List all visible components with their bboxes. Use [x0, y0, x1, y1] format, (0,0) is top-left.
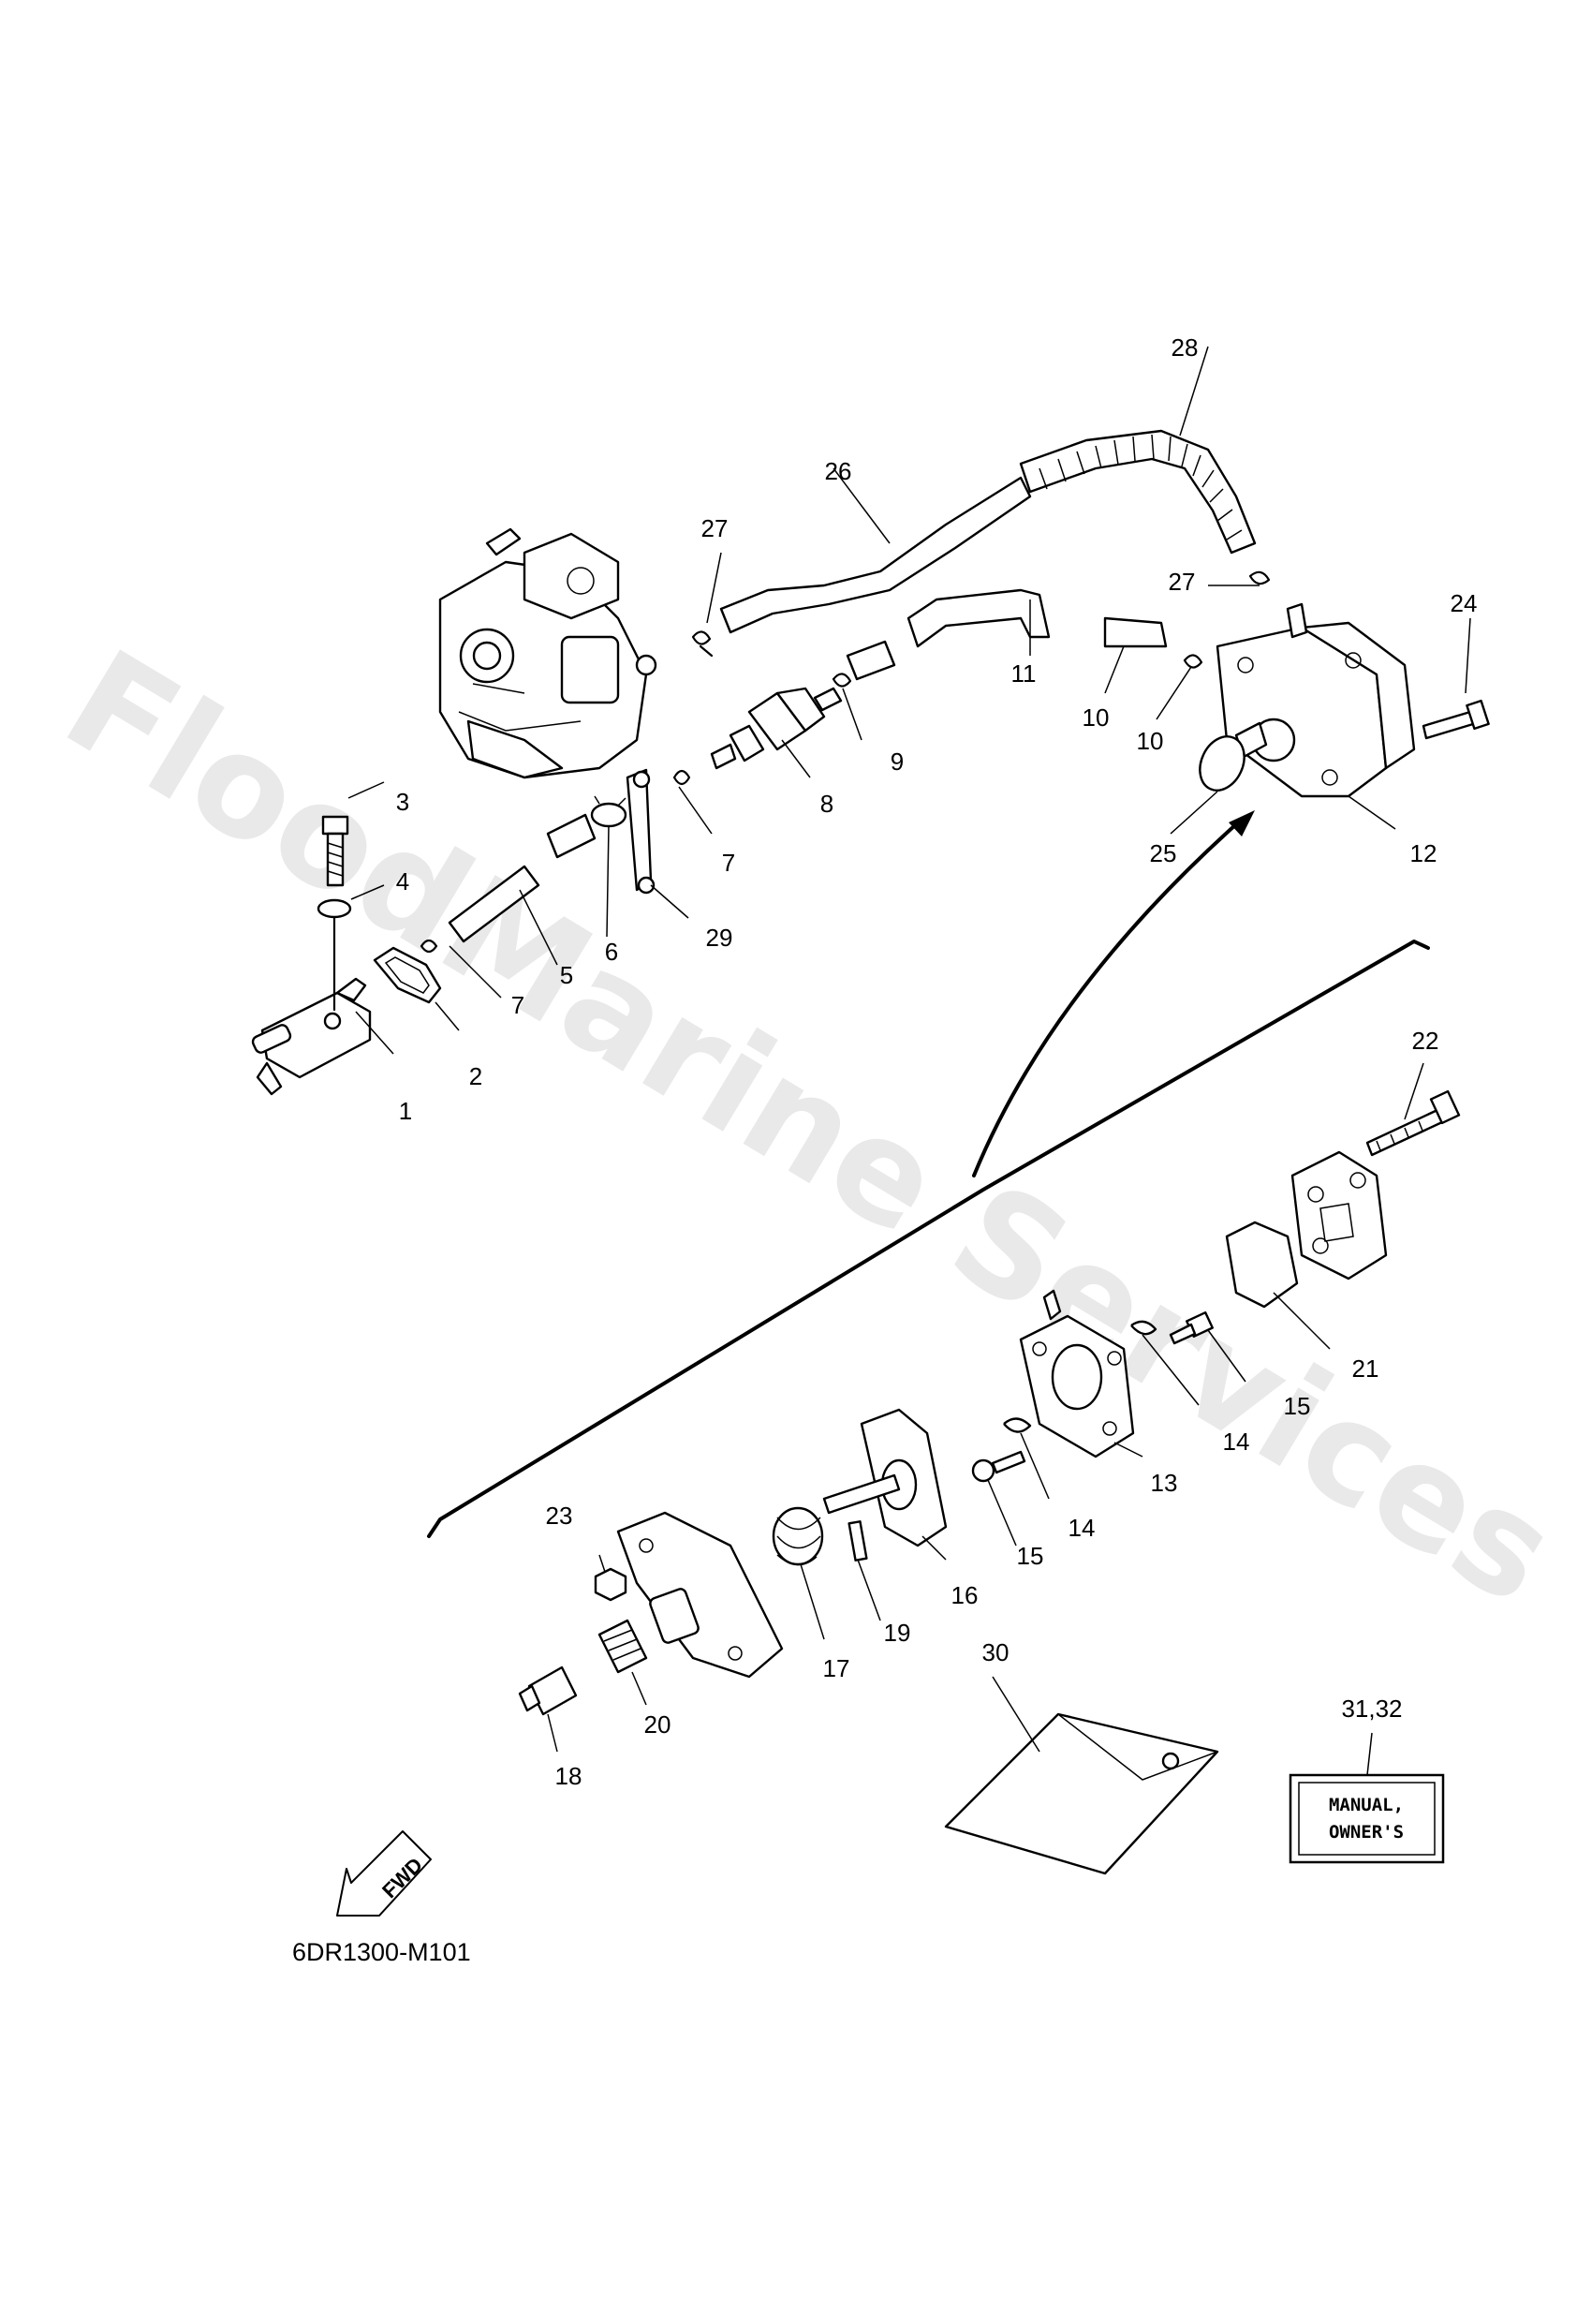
- spring-part17: [772, 1506, 824, 1566]
- screw-part15-a: [1169, 1310, 1214, 1345]
- hose-part5: [448, 813, 597, 943]
- screw-part15-b: [971, 1450, 1026, 1483]
- clip-part27-b: [1248, 570, 1271, 585]
- callout-11: 11: [1011, 659, 1037, 688]
- fuel-pump-part12: [1216, 602, 1416, 798]
- callout-6: 6: [605, 938, 618, 966]
- arrow-head: [1229, 810, 1255, 836]
- callout-27-left: 27: [701, 514, 729, 542]
- hose-part11: [846, 588, 1168, 681]
- diaphragm-part16: [822, 1408, 948, 1547]
- callout-15-right: 15: [1284, 1392, 1311, 1420]
- callout-31-32: 31,32: [1341, 1695, 1402, 1723]
- clip-part7-b: [420, 939, 438, 954]
- clip-part6: [590, 795, 627, 828]
- callout-28: 28: [1172, 333, 1199, 362]
- washer-part4: [317, 898, 352, 919]
- callout-25: 25: [1150, 839, 1177, 867]
- carburetor-illustration: [438, 527, 657, 779]
- bolt-part22: [1365, 1089, 1461, 1157]
- fwd-direction-icon: FWD: [336, 1830, 432, 1917]
- clip-part27-a: [691, 630, 714, 658]
- pump-body-part13: [1019, 1289, 1135, 1458]
- callout-19: 19: [884, 1619, 911, 1647]
- callout-10-left: 9: [891, 748, 904, 776]
- callout-14-left: 14: [1069, 1514, 1096, 1542]
- callout-27-right: 27: [1169, 568, 1196, 596]
- pump-cover-plate: [1290, 1150, 1388, 1280]
- callout-16: 16: [951, 1581, 979, 1609]
- callout-23: 23: [546, 1502, 573, 1530]
- callout-26: 26: [825, 457, 852, 485]
- callout-12: 12: [1410, 839, 1437, 867]
- gasket-part2: [373, 946, 442, 1004]
- clip-part10-b: [1183, 654, 1203, 669]
- clamp-part29: [626, 768, 656, 895]
- bolt-part3: [321, 815, 349, 887]
- callout-30: 30: [982, 1638, 1010, 1666]
- clip-part7-a: [672, 769, 691, 786]
- callout-15-left: 15: [1017, 1542, 1044, 1570]
- diagram-code: 6DR1300-M101: [292, 1938, 471, 1966]
- pump-base: [616, 1511, 784, 1679]
- callout-7-lower: 7: [511, 991, 524, 1019]
- callout-20: 20: [644, 1710, 671, 1739]
- callout-18: 18: [555, 1762, 582, 1790]
- callout-4: 4: [396, 867, 409, 896]
- hose-part26: [719, 476, 1032, 634]
- o-ring-part25: [1199, 735, 1245, 792]
- valve-part14-b: [1003, 1417, 1032, 1433]
- fuel-joint-part1: [251, 977, 372, 1096]
- clip-part10-a: [832, 673, 852, 688]
- callout-29: 29: [706, 924, 733, 952]
- bolt-part24: [1422, 699, 1490, 740]
- parts-bag-part30: [944, 1712, 1219, 1875]
- callout-10-right: 10: [1137, 727, 1164, 755]
- callout-1: 1: [399, 1097, 412, 1125]
- callout-22: 22: [1412, 1027, 1439, 1055]
- exploded-view-arrow: [972, 822, 1238, 1177]
- plunger-part18: [518, 1665, 578, 1716]
- callout-2: 2: [469, 1062, 482, 1090]
- spring-part20: [597, 1619, 648, 1674]
- callout-24: 24: [1451, 589, 1478, 617]
- valve-part14-a: [1130, 1320, 1157, 1336]
- callout-7-upper: 7: [722, 849, 735, 877]
- callout-21: 21: [1352, 1354, 1379, 1383]
- callout-13: 13: [1151, 1469, 1178, 1497]
- callout-numbers: 3 4 1 2 7 5 6 7 29 8 9 11 10 10 12 24 25…: [396, 333, 1478, 1790]
- gasket-part21: [1225, 1221, 1299, 1309]
- leader-lines: [347, 346, 1471, 1776]
- owners-manual-box: MANUAL, OWNER'S: [1289, 1773, 1445, 1864]
- manual-label-line2: OWNER'S: [1329, 1822, 1404, 1843]
- fuel-filter-part8: [710, 687, 843, 770]
- callout-9: 10: [1083, 703, 1110, 732]
- callout-8: 8: [820, 790, 833, 818]
- callout-14-right: 14: [1223, 1428, 1250, 1456]
- pin-part19: [847, 1520, 868, 1562]
- nut-part23: [594, 1567, 627, 1602]
- callout-17: 17: [823, 1654, 850, 1682]
- manual-label-line1: MANUAL,: [1329, 1795, 1404, 1815]
- callout-3: 3: [396, 788, 409, 816]
- callout-5: 5: [560, 961, 573, 989]
- section-divider-line: [427, 940, 1430, 1538]
- corrugated-hose-part28: [1019, 429, 1257, 555]
